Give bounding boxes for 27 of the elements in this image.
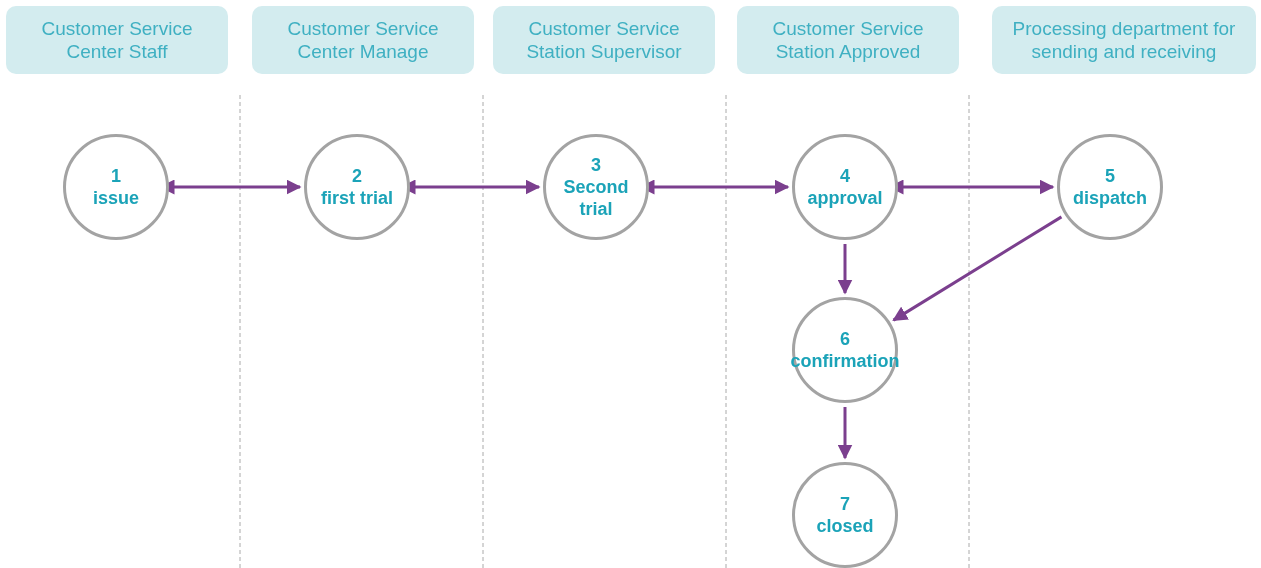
- arrow: [837, 407, 853, 460]
- step-label: issue: [93, 187, 139, 209]
- arrow: [837, 244, 853, 295]
- step-number: 5: [1105, 165, 1115, 187]
- arrow: [892, 215, 1063, 322]
- lane-title: Processing department for sending and receiving: [1011, 17, 1237, 63]
- step-number: 4: [840, 165, 850, 187]
- step-number: 2: [352, 165, 362, 187]
- lane-title: Customer Service Center Staff: [40, 17, 194, 63]
- step-number: 3: [591, 154, 601, 176]
- lane-header: [992, 6, 1256, 74]
- lane-title: Customer Service Station Approved: [771, 17, 925, 63]
- step-label: confirmation: [790, 350, 900, 372]
- step-number: 7: [840, 493, 850, 515]
- step-label: Second trial: [562, 176, 630, 220]
- step-label: closed: [816, 515, 874, 537]
- step-label: dispatch: [1073, 187, 1147, 209]
- lane-header: [737, 6, 959, 74]
- step-number: 6: [840, 328, 850, 350]
- lane-title: Customer Service Center Manage: [286, 17, 440, 63]
- lane-header: [252, 6, 474, 74]
- step-label: first trial: [321, 187, 393, 209]
- lane-header: [493, 6, 715, 74]
- lane-header: [6, 6, 228, 74]
- step-number: 1: [111, 165, 121, 187]
- step-label: approval: [807, 187, 883, 209]
- lane-title: Customer Service Station Supervisor: [525, 17, 683, 63]
